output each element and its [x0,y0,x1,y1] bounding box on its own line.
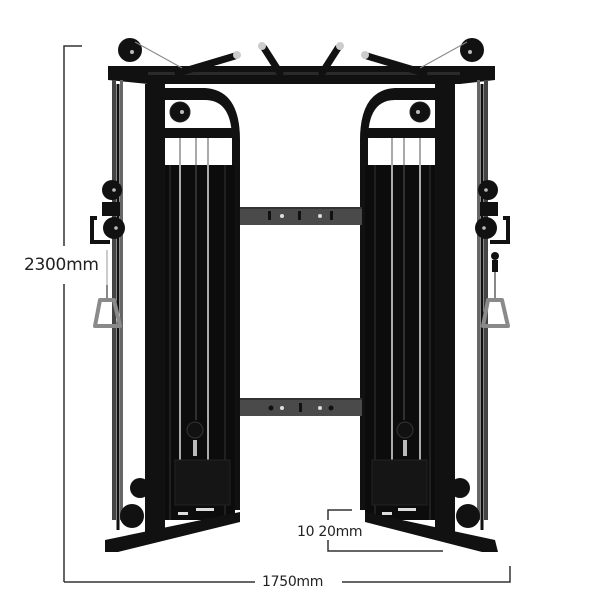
depth-dimension-label: 10 20mm [297,524,363,540]
right-stirrup-handle [481,252,510,328]
right-weight-stack [371,421,428,515]
height-dimension-line [63,45,82,582]
center-brace-upper [240,207,362,225]
height-dimension-label: 2300mm [24,255,99,275]
top-pulley-left [118,38,183,69]
right-base-foot [365,478,498,552]
top-crossbar [108,66,495,84]
pull-up-handles [174,42,428,77]
depth-dimension-line [327,509,443,552]
left-pulley-carriage [90,84,125,530]
left-weight-stack [174,421,231,515]
width-dimension-line [64,566,511,583]
right-tower [360,80,488,532]
center-brace-lower [240,398,362,416]
top-pulley-right [419,38,484,69]
width-dimension-label: 1750mm [262,574,324,590]
right-pulley-carriage [475,84,510,530]
left-stirrup-handle [93,250,122,328]
left-base-foot [105,478,240,552]
